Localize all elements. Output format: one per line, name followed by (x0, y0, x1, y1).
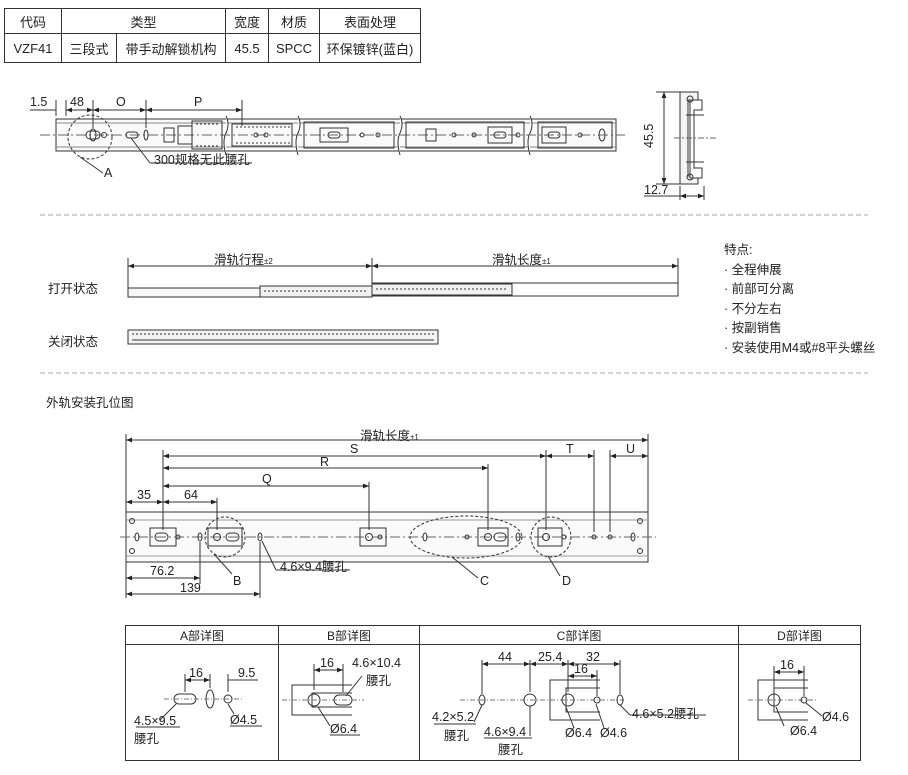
spec-finish: 环保镀锌(蓝白) (319, 33, 421, 63)
travel-text: 滑轨行程 (214, 253, 265, 267)
spec-row: VZF41 三段式 带手动解锁机构 45.5 SPCC 环保镀锌(蓝白) (4, 33, 421, 63)
b-dim-16: 16 (320, 656, 334, 670)
outer-rail-title: 外轨安装孔位图 (46, 396, 134, 410)
b-slot: 4.6×10.4 (352, 656, 402, 670)
outer-length-label: 滑轨长度±1 (360, 425, 419, 444)
detail-header-c: C部详图 (419, 625, 739, 645)
feature-item: · 前部可分离 (724, 282, 795, 296)
outer-length-tol: ±1 (410, 433, 419, 442)
c-slot-a-2: 腰孔 (444, 729, 470, 743)
end-width-dim: 12.7 (644, 183, 669, 197)
a-slot-2: 腰孔 (134, 732, 160, 746)
feature-item: · 不分左右 (724, 301, 782, 316)
spec-header-type: 类型 (61, 8, 226, 34)
feature-item: · 按副销售 (724, 321, 782, 335)
dim-q: Q (262, 472, 272, 486)
travel-tol: ±2 (264, 257, 273, 266)
dim-64: 64 (184, 488, 198, 502)
dim-35: 35 (137, 488, 151, 502)
detail-table: A部详图 B部详图 C部详图 D部详图 (125, 625, 861, 761)
c-dim-25-4: 25.4 (538, 650, 563, 664)
closed-state-rail (127, 329, 439, 345)
spec-type-a: 三段式 (61, 33, 117, 63)
length-label: 滑轨长度±1 (492, 249, 551, 268)
top-rail-view (40, 114, 625, 174)
end-height-dim: 45.5 (642, 123, 656, 148)
closed-state-label: 关闭状态 (48, 335, 99, 349)
spec-header-code: 代码 (4, 8, 62, 34)
features-list: 特点: · 全程伸展 · 前部可分离 · 不分左右 · 按副销售 · 安装使用M… (724, 241, 875, 358)
d-hole-1: Ø4.6 (822, 710, 850, 724)
length-text: 滑轨长度 (492, 253, 543, 267)
spec-width: 45.5 (225, 33, 269, 63)
detail-body-row (125, 644, 861, 761)
dim-u: U (626, 442, 636, 456)
c-hole-1: Ø6.4 (565, 726, 593, 740)
feature-item: · 全程伸展 (724, 262, 782, 277)
spec-type-b: 带手动解锁机构 (116, 33, 226, 63)
spec-material: SPCC (268, 33, 320, 63)
dim-139: 139 (180, 581, 201, 595)
a-dim-9-5: 9.5 (238, 666, 256, 680)
a-dim-16: 16 (189, 666, 203, 680)
open-state-rail (127, 258, 679, 298)
c-slot-b-2: 腰孔 (498, 743, 524, 757)
c-dim-32: 32 (586, 650, 600, 664)
c-slot-a: 4.2×5.2 (432, 710, 475, 724)
length-tol: ±1 (542, 257, 551, 266)
dim-r: R (320, 455, 330, 469)
b-hole: Ø6.4 (330, 722, 358, 736)
outer-rail-view (120, 511, 656, 579)
dim-t: T (566, 442, 574, 456)
detail-header-a: A部详图 (125, 625, 279, 645)
spec-header-material: 材质 (268, 8, 320, 34)
dim-s: S (350, 442, 359, 456)
spec-header-finish: 表面处理 (319, 8, 421, 34)
dim-p: P (194, 95, 203, 109)
top-dimensions (30, 100, 252, 164)
detail-a-label: A (104, 166, 113, 180)
detail-c-label: C (480, 574, 490, 588)
d-dim-16: 16 (780, 658, 794, 672)
c-dim-16: 16 (574, 662, 588, 676)
outer-rail-dimensions (125, 434, 649, 598)
c-slot-b: 4.6×9.4 (484, 725, 527, 739)
b-slot-2: 腰孔 (366, 674, 392, 688)
dim-48: 48 (70, 95, 84, 109)
c-dim-44: 44 (498, 650, 512, 664)
end-view (644, 91, 716, 200)
spec-header-row: 代码 类型 宽度 材质 表面处理 (4, 8, 421, 34)
detail-d-label: D (562, 574, 572, 588)
open-state-label: 打开状态 (48, 282, 99, 296)
travel-label: 滑轨行程±2 (214, 249, 273, 268)
outer-length-text: 滑轨长度 (360, 429, 411, 443)
features-title: 特点: (724, 243, 753, 257)
outer-slot-note: 4.6×9.4腰孔 (280, 560, 348, 574)
spec-table: 代码 类型 宽度 材质 表面处理 VZF41 三段式 带手动解锁机构 45.5 … (4, 8, 421, 63)
c-slot-c: 4.6×5.2腰孔 (632, 707, 700, 721)
detail-header-b: B部详图 (278, 625, 420, 645)
c-hole-2: Ø4.6 (600, 726, 628, 740)
a-hole: Ø4.5 (230, 713, 258, 727)
detail-header-row: A部详图 B部详图 C部详图 D部详图 (125, 625, 861, 645)
detail-header-d: D部详图 (738, 625, 861, 645)
dim-76-2: 76.2 (150, 564, 175, 578)
feature-item: · 安装使用M4或#8平头螺丝 (724, 340, 876, 355)
dim-o: O (116, 95, 126, 109)
d-hole-2: Ø6.4 (790, 724, 818, 738)
note-300: 300规格无此腰孔 (154, 153, 250, 167)
a-slot: 4.5×9.5 (134, 714, 177, 728)
dim-1-5: 1.5 (30, 95, 48, 109)
detail-b-label: B (233, 574, 242, 588)
